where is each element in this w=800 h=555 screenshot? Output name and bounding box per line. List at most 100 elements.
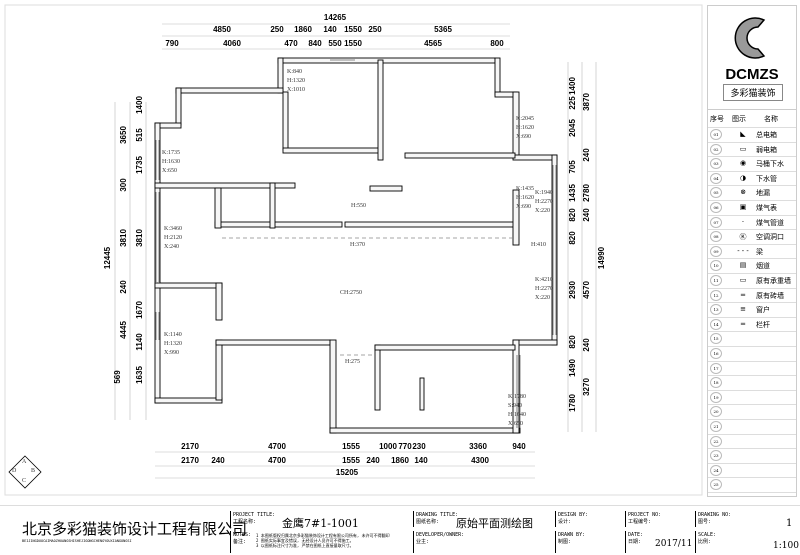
wall bbox=[215, 339, 223, 401]
legend-name: 煤气管道 bbox=[756, 218, 784, 227]
bottom-dimension: 4700 bbox=[268, 456, 286, 465]
legend-row: 11▭原有承重墙 bbox=[708, 273, 796, 289]
right-dimension: 2930 bbox=[568, 281, 577, 299]
bottom-dimension: 770 bbox=[398, 442, 412, 451]
wall bbox=[215, 282, 223, 321]
top-dimension: 1550 bbox=[344, 39, 362, 48]
measurement-line: K:1940 bbox=[535, 190, 553, 196]
measurement-line: X:220 bbox=[535, 208, 550, 214]
beam-lines bbox=[222, 237, 515, 356]
legend-row: 19 bbox=[708, 390, 796, 406]
right-dimension: 1490 bbox=[568, 359, 577, 377]
legend-name: 空调洞口 bbox=[756, 233, 784, 242]
company-pinyin: BEIJINGDUOCAIMAOZHUANGSHISHEJIGONGCHENGY… bbox=[22, 539, 132, 543]
legend-number: 13 bbox=[710, 304, 722, 316]
design-by-label-en: DESIGN BY: bbox=[558, 512, 589, 518]
measurement-line: K:2045 bbox=[516, 116, 534, 122]
wall bbox=[512, 339, 520, 434]
bottom-dimension: 1860 bbox=[391, 456, 409, 465]
left-dimension: 300 bbox=[119, 178, 128, 192]
wall bbox=[419, 377, 425, 411]
drawing-title-label-cn: 图纸名称: bbox=[416, 519, 440, 525]
notes-label-cn: 备注: bbox=[233, 539, 247, 545]
wall bbox=[377, 59, 384, 161]
legend-number: 20 bbox=[710, 406, 722, 418]
legend-number: 08 bbox=[710, 231, 722, 243]
owner-label-en: DEVELOPER/OWNER: bbox=[416, 532, 465, 538]
bottom-dimension: 1555 bbox=[342, 442, 360, 451]
right-dimension: 240 bbox=[582, 208, 591, 222]
measurement-line: H:1640 bbox=[508, 412, 526, 418]
left-dimension: 1670 bbox=[135, 301, 144, 319]
company-name: 北京多彩猫装饰设计工程有限公司 bbox=[22, 520, 248, 538]
project-name: 金鹰7#1-1001 bbox=[282, 517, 359, 530]
notes-label-en: NOTES: bbox=[233, 532, 252, 538]
legend-row: 13≡窗户 bbox=[708, 302, 796, 318]
measurement-line: H:1620 bbox=[516, 125, 534, 131]
height-label: CH:2750 bbox=[340, 290, 363, 296]
measurement-line: K:4210 bbox=[535, 277, 553, 283]
beam-icon: - - - bbox=[737, 246, 749, 255]
right-dimension: 820 bbox=[568, 208, 577, 222]
wall bbox=[214, 221, 343, 228]
legend-name: 窗户 bbox=[756, 306, 770, 315]
legend-name: 煤气表 bbox=[756, 204, 777, 212]
wall bbox=[329, 339, 337, 434]
measurement-line: X:220 bbox=[535, 295, 550, 301]
legend-row: 03◉马桶下水 bbox=[708, 156, 796, 172]
top-dimension: 4060 bbox=[223, 39, 241, 48]
legend-number: 18 bbox=[710, 377, 722, 389]
scale-label-en: SCALE: bbox=[698, 532, 717, 538]
wall bbox=[154, 397, 223, 404]
left-dimension: 569 bbox=[113, 370, 122, 384]
height-label: H:370 bbox=[350, 242, 365, 248]
compass-letter: A bbox=[22, 459, 27, 465]
project-no-label-cn: 工程编号: bbox=[628, 519, 652, 525]
measurement-line: H:1620 bbox=[516, 195, 534, 201]
windows bbox=[155, 59, 557, 428]
bottom-dimension: 3360 bbox=[469, 442, 487, 451]
legend-name: 栏杆 bbox=[756, 320, 770, 329]
legend-number: 10 bbox=[710, 260, 722, 272]
measurement-line: K:1140 bbox=[164, 332, 182, 338]
measurement-line: X:1010 bbox=[287, 87, 305, 93]
wall bbox=[282, 91, 289, 151]
wall bbox=[277, 57, 496, 64]
legend-row: 21 bbox=[708, 419, 796, 435]
bottom-dimension: 4700 bbox=[268, 442, 286, 451]
toilet-drain-icon: ◉ bbox=[739, 159, 747, 168]
measurement-line: X:650 bbox=[162, 168, 177, 174]
bottom-dimension: 2170 bbox=[181, 442, 199, 451]
note-1: 1 本图纸版权归属北京多彩猫装饰设计工程有限公司所有, 未许可不得翻印 bbox=[256, 533, 390, 538]
measurement-line: K:1780 bbox=[508, 394, 526, 400]
wall bbox=[215, 339, 331, 346]
legend-name: 原有承重墙 bbox=[756, 277, 791, 285]
measurement-line: H:1320 bbox=[287, 78, 305, 84]
wall bbox=[512, 189, 520, 246]
legend-row: 12═原有砖墙 bbox=[708, 288, 796, 304]
bottom-dimension: 240 bbox=[366, 456, 380, 465]
wall bbox=[175, 87, 284, 94]
project-no-label-en: PROJECT NO: bbox=[628, 512, 662, 518]
height-label: H:275 bbox=[345, 359, 360, 365]
owner-label-cn: 业主: bbox=[416, 539, 430, 545]
legend-number: 04 bbox=[710, 172, 722, 184]
legend-number: 07 bbox=[710, 216, 722, 228]
wall bbox=[369, 185, 403, 192]
legend-number: 24 bbox=[710, 464, 722, 476]
top-dimension: 4850 bbox=[213, 25, 231, 34]
drawing-title: 原始平面测绘图 bbox=[456, 517, 533, 530]
left-dimension: 4445 bbox=[119, 321, 128, 339]
measurement-line: X:990 bbox=[164, 350, 179, 356]
bottom-dimension: 1555 bbox=[342, 456, 360, 465]
drawn-by-label-en: DRAWN BY: bbox=[558, 532, 586, 538]
legend-row: 17 bbox=[708, 361, 796, 377]
wall bbox=[512, 339, 558, 346]
measurement-line: H:2270 bbox=[535, 199, 553, 205]
